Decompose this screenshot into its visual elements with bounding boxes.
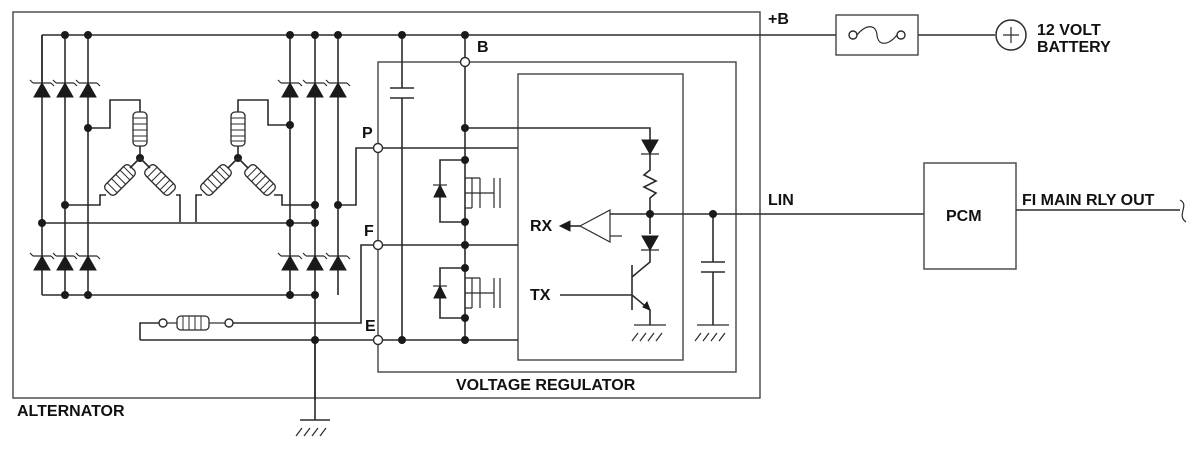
voltage-regulator-enclosure (377, 61, 737, 373)
label-battery-line2: BATTERY (1037, 39, 1111, 56)
terminal-p (372, 142, 384, 154)
mosfet-upper-icon (433, 159, 501, 223)
rectifier-diode-icon (277, 79, 303, 98)
mosfet-lower-icon (433, 267, 501, 319)
ground-icon (694, 324, 729, 342)
capacitor-icon (390, 35, 414, 340)
label-rx: RX (530, 218, 553, 235)
label-battery-line1: 12 VOLT (1037, 22, 1101, 39)
pcm-box (923, 162, 1017, 270)
label-pcm: PCM (946, 208, 982, 225)
rectifier-diode-icon (52, 79, 78, 98)
terminal-f (372, 239, 384, 251)
lin-transceiver-circuit (558, 139, 659, 325)
regulator-ic-block (517, 73, 684, 361)
junction-dots (38, 31, 717, 344)
label-voltage-regulator: VOLTAGE REGULATOR (456, 377, 636, 394)
break-icon (1179, 199, 1187, 223)
label-lin: LIN (768, 192, 794, 209)
label-tx: TX (530, 287, 551, 304)
label-terminal-p: P (362, 125, 373, 142)
rectifier-diode-icon (277, 252, 303, 271)
label-fi-main-rly-out: FI MAIN RLY OUT (1022, 192, 1155, 209)
alternator-enclosure (12, 11, 761, 399)
ground-icon (295, 340, 330, 437)
battery-icon (995, 19, 1027, 51)
label-terminal-b: B (477, 39, 489, 56)
rectifier-diode-icon (325, 252, 351, 271)
rectifier-diode-icon (75, 79, 101, 98)
rectifier-diode-icon (29, 252, 55, 271)
rectifier-diode-icon (52, 252, 78, 271)
rotor-field-coil-icon (139, 244, 378, 341)
label-terminal-e: E (365, 318, 376, 335)
label-alternator: ALTERNATOR (17, 403, 125, 420)
stator-winding-right-icon (195, 99, 315, 222)
label-b-plus: +B (768, 11, 789, 28)
rectifier-diode-icon (325, 79, 351, 98)
stator-winding-left-icon (65, 99, 181, 222)
rectifier-diode-icon (29, 79, 55, 98)
terminal-b (459, 56, 471, 68)
rectifier-diode-icon (75, 252, 101, 271)
ground-icon (631, 324, 666, 342)
rectifier-diode-icon (302, 79, 328, 98)
fuse-icon (848, 26, 906, 44)
rectifier-diode-icon (302, 252, 328, 271)
terminal-e (372, 334, 384, 346)
lin-filter-capacitor-icon (701, 214, 725, 325)
fuse-box (835, 14, 919, 56)
label-terminal-f: F (364, 223, 374, 240)
